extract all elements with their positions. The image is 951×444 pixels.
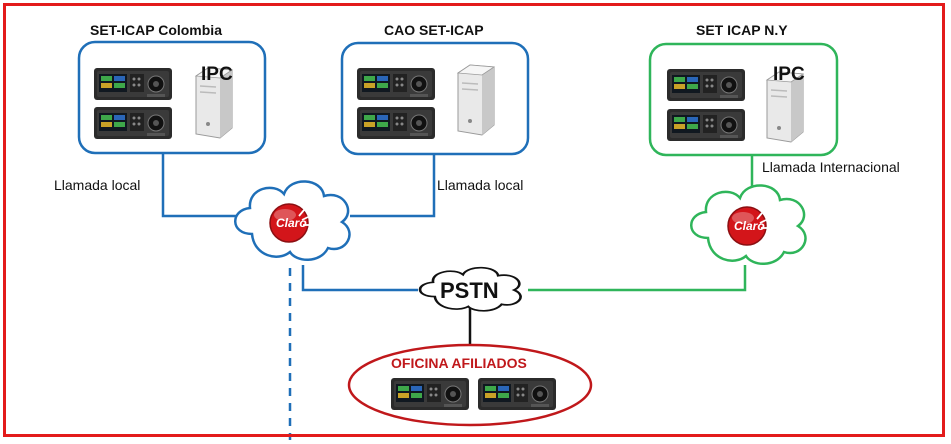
svg-text:Claro: Claro: [734, 219, 765, 233]
link-label-ny: Llamada Internacional: [762, 159, 900, 175]
ipc-label-ny: IPC: [773, 64, 805, 85]
link-cloud-pstn: [301, 265, 418, 292]
site-title-colombia: SET-ICAP Colombia: [90, 22, 222, 38]
link-label-cao: Llamada local: [437, 177, 524, 193]
link-cao-cloud: [350, 153, 436, 218]
claro-logo: Claro: [727, 206, 768, 246]
diagram-frame: [3, 3, 945, 437]
link-colombia-cloud: [161, 152, 240, 218]
svg-text:Claro: Claro: [276, 216, 307, 230]
claro-logo: Claro: [269, 203, 310, 243]
site-title-ny: SET ICAP N.Y: [696, 22, 788, 38]
ipc-label-colombia: IPC: [201, 64, 233, 85]
link-pstn-ny: [528, 265, 747, 292]
office-title: OFICINA AFILIADOS: [391, 355, 527, 371]
pstn-label: PSTN: [440, 278, 499, 303]
link-label-colombia: Llamada local: [54, 177, 141, 193]
site-title-cao: CAO SET-ICAP: [384, 22, 484, 38]
